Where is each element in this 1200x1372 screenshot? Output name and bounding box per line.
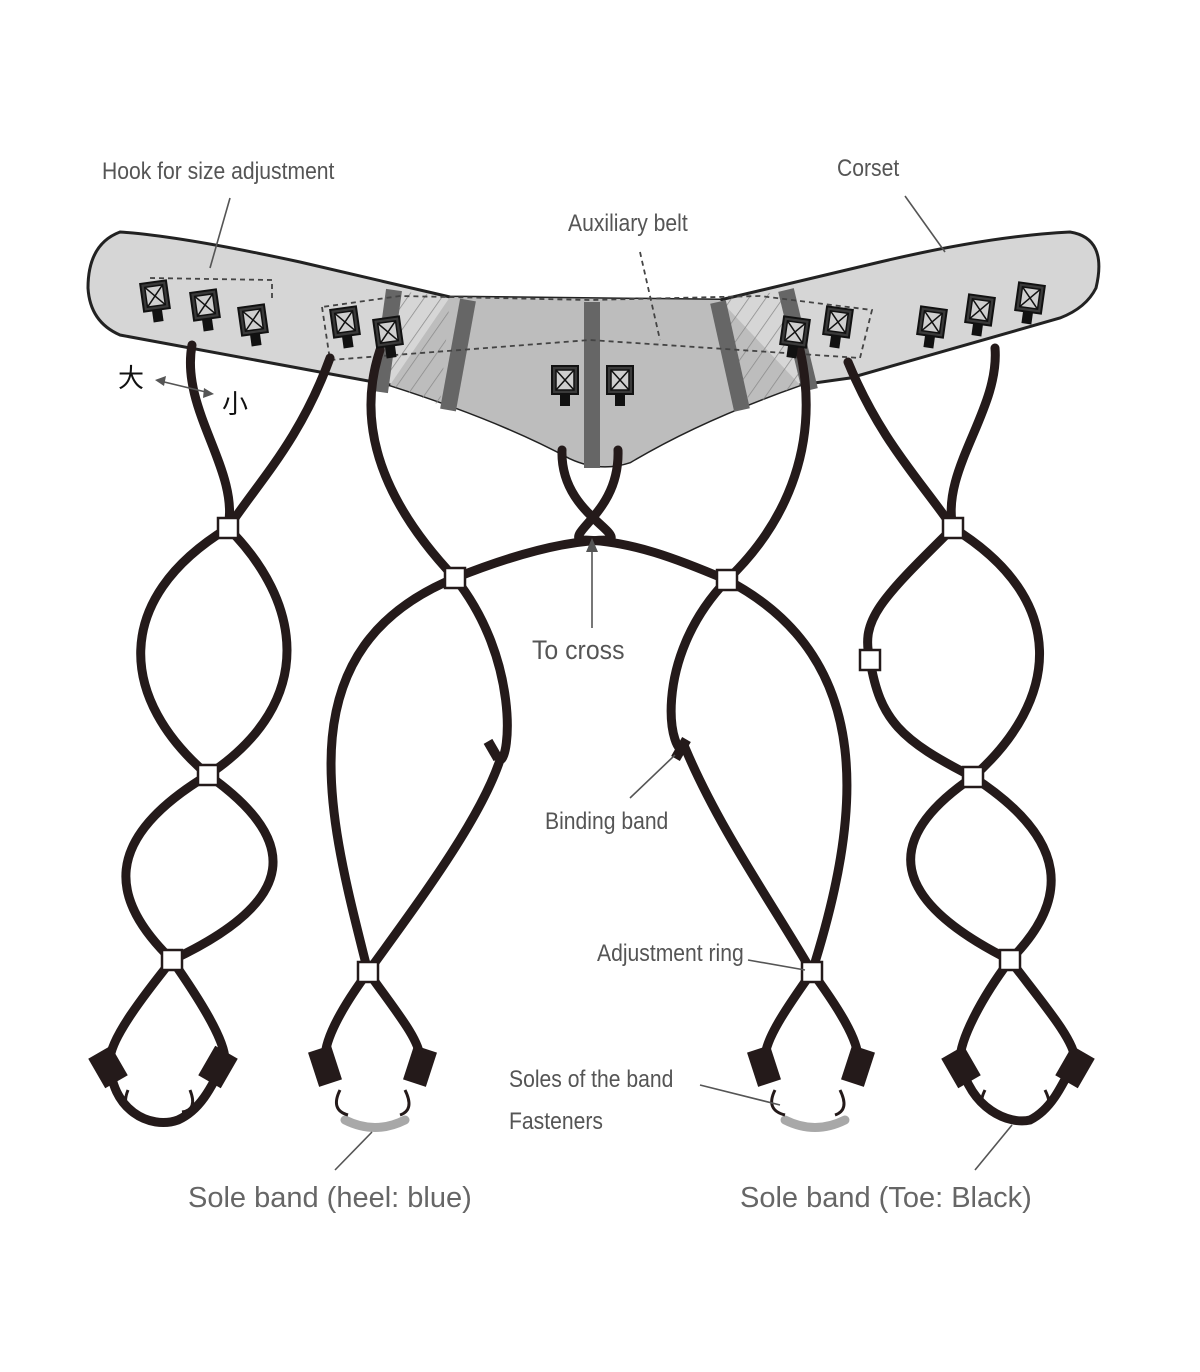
corset-hatch-right [720,290,800,405]
size-adjustment-hook [1014,281,1046,325]
fastener-hooks [124,1089,1051,1117]
strap-end-caps [88,1045,1095,1089]
leader-lines [159,195,1013,1171]
label-to-cross: To cross [532,635,625,665]
label-sole-band-toe: Sole band (Toe: Black) [740,1182,1032,1214]
label-corset: Corset [837,155,900,182]
label-fasteners: Fasteners [509,1108,603,1135]
size-adjustment-hook [237,303,269,347]
size-adjustment-hook [779,315,811,359]
label-small-char: 小 [222,390,249,420]
corset-belt [86,230,1101,468]
size-adjustment-hook [916,305,948,349]
size-adjustment-hook [964,293,996,337]
corset-hooks [139,279,1046,406]
size-adjustment-hook [606,365,634,406]
size-adjustment-hook [822,305,854,349]
size-adjustment-hook [372,315,404,359]
label-large-char: 大 [118,364,145,394]
sole-band-pads [340,1115,850,1132]
auxiliary-belt-outline [149,251,874,361]
straps [105,340,1080,1127]
adjustment-rings [160,516,1022,984]
arrow-heads [155,376,598,552]
size-adjustment-hook [329,305,361,349]
label-binding-band: Binding band [545,808,669,835]
size-adjustment-hook [139,279,171,323]
label-auxiliary-belt: Auxiliary belt [568,210,688,237]
binding-band-clips [483,736,691,762]
size-adjustment-hook [551,365,579,406]
label-adjustment-ring: Adjustment ring [597,940,744,967]
corset-hatch-left [390,290,450,405]
label-sole-band-heel: Sole band (heel: blue) [188,1182,472,1214]
label-soles-of-the-band: Soles of the band [509,1066,674,1093]
size-adjustment-hook [189,288,221,332]
label-hook-size-adjustment: Hook for size adjustment [102,158,335,185]
